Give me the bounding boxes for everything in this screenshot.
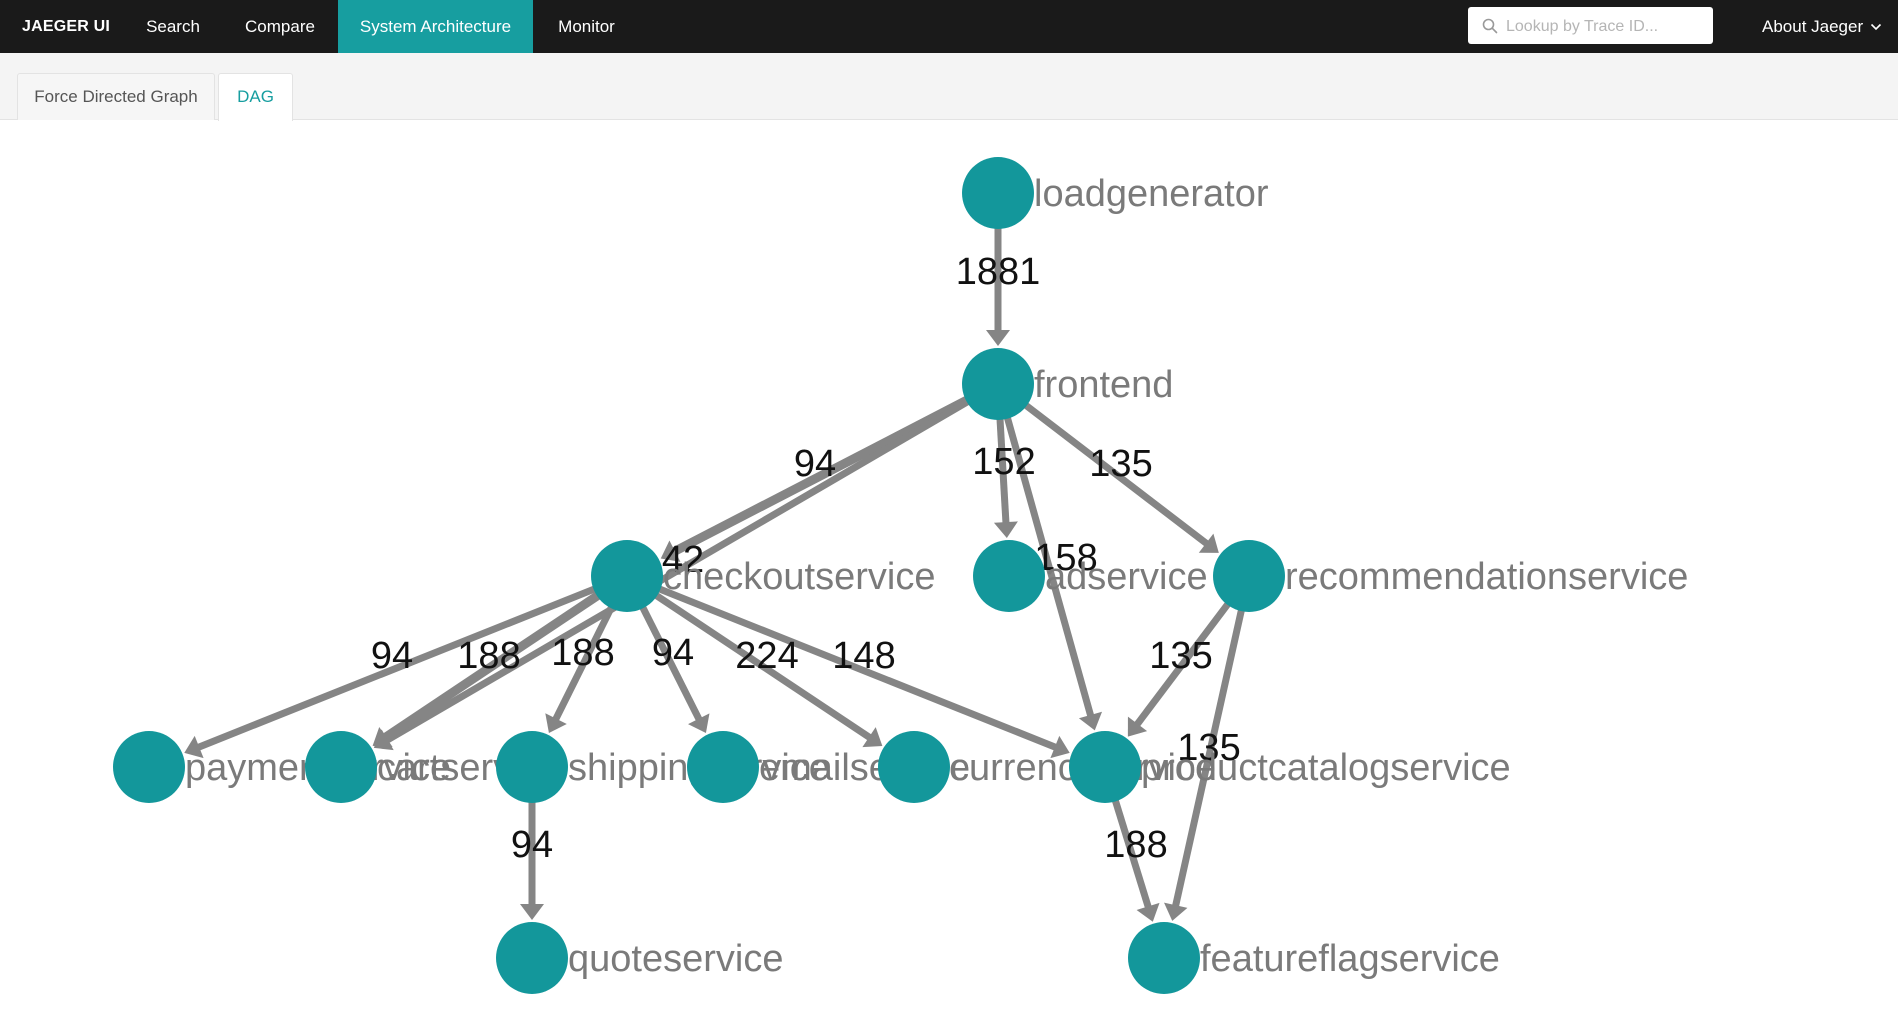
trace-lookup-box[interactable] <box>1468 7 1713 46</box>
nav-search[interactable]: Search <box>146 17 200 36</box>
edge-checkoutservice-emailservice <box>635 598 704 724</box>
edge-arrowhead <box>986 330 1010 346</box>
edge-arrowhead <box>688 713 710 734</box>
node-circle[interactable] <box>1069 731 1141 803</box>
top-navbar: JAEGER UI Search Compare System Architec… <box>0 0 1898 53</box>
node-label: frontend <box>1034 364 1173 406</box>
edge-recommendationservice-productcatalogservice <box>1132 595 1236 730</box>
chevron-down-icon <box>1870 23 1882 31</box>
node-circle[interactable] <box>496 922 568 994</box>
node-circle[interactable] <box>1128 922 1200 994</box>
edge-frontend-checkoutservice <box>669 392 977 558</box>
node-label: checkoutservice <box>663 556 935 598</box>
node-recommendationservice[interactable]: recommendationservice <box>1213 540 1688 612</box>
edge-label: 188 <box>457 635 520 677</box>
node-featureflagservice[interactable]: featureflagservice <box>1128 922 1500 994</box>
edge-label: 188 <box>551 632 614 674</box>
node-label: quoteservice <box>568 938 783 980</box>
edge-label: 135 <box>1149 635 1212 677</box>
node-circle[interactable] <box>687 731 759 803</box>
edge-frontend-cartservice <box>382 394 977 745</box>
node-label: recommendationservice <box>1285 556 1688 598</box>
node-circle[interactable] <box>962 157 1034 229</box>
node-circle[interactable] <box>591 540 663 612</box>
node-circle[interactable] <box>1213 540 1285 612</box>
edge-label: 94 <box>794 443 836 485</box>
edge-label: 188 <box>1104 824 1167 866</box>
about-jaeger-menu[interactable]: About Jaeger <box>1762 0 1882 53</box>
node-quoteservice[interactable]: quoteservice <box>496 922 783 994</box>
edge-arrowhead <box>1136 902 1160 922</box>
view-tabs: Force Directed Graph DAG <box>0 53 1898 121</box>
edge-label: 94 <box>371 635 413 677</box>
edge-label: 148 <box>832 635 895 677</box>
node-adservice[interactable]: adservice <box>973 540 1208 612</box>
edge-label: 135 <box>1177 727 1240 769</box>
node-productcatalogservice[interactable]: productcatalogservice <box>1069 731 1511 803</box>
edge-checkoutservice-currencyservice <box>647 588 875 743</box>
search-icon <box>1482 18 1498 34</box>
brand-logo[interactable]: JAEGER UI <box>22 18 111 35</box>
edge-arrowhead <box>184 735 204 759</box>
edge-label: 1881 <box>956 251 1041 293</box>
edge-frontend-productcatalogservice <box>1001 409 1095 720</box>
edge-arrowhead <box>1127 716 1148 737</box>
edge-productcatalogservice-featureflagservice <box>1109 791 1153 912</box>
edge-frontend-recommendationservice <box>1017 397 1212 549</box>
edge-recommendationservice-featureflagservice <box>1171 601 1247 910</box>
node-circle[interactable] <box>113 731 185 803</box>
node-checkoutservice[interactable]: checkoutservice <box>591 540 935 612</box>
edge-label: 94 <box>511 824 553 866</box>
edge-arrowhead <box>660 540 681 562</box>
trace-id-input[interactable] <box>1504 7 1708 46</box>
edge-label: 94 <box>652 632 694 674</box>
edge-checkoutservice-shippingservice <box>551 598 619 724</box>
edge-frontend-adservice <box>996 410 1010 527</box>
about-jaeger-label: About Jaeger <box>1762 17 1864 36</box>
edge-arrowhead <box>862 727 883 748</box>
node-frontend[interactable]: frontend <box>962 348 1173 420</box>
tab-dag[interactable]: DAG <box>218 73 293 121</box>
edge-checkoutservice-paymentservice <box>194 582 604 752</box>
edge-label: 224 <box>735 635 798 677</box>
tab-force-directed-graph[interactable]: Force Directed Graph <box>17 73 215 120</box>
edge-arrowhead <box>993 521 1018 539</box>
edge-arrowhead <box>1164 902 1188 921</box>
edge-checkoutservice-cartservice <box>380 587 608 743</box>
edge-arrowhead <box>1078 711 1103 731</box>
node-label: productcatalogservice <box>1141 747 1511 789</box>
nav-compare[interactable]: Compare <box>245 17 315 36</box>
nav-monitor[interactable]: Monitor <box>558 17 615 36</box>
edge-label: 152 <box>972 441 1035 483</box>
edge-arrowhead <box>520 904 544 920</box>
node-circle[interactable] <box>973 540 1045 612</box>
node-loadgenerator[interactable]: loadgenerator <box>962 157 1269 229</box>
node-circle[interactable] <box>496 731 568 803</box>
edge-checkoutservice-productcatalogservice <box>650 582 1060 752</box>
edge-arrowhead <box>545 713 567 733</box>
node-circle[interactable] <box>962 348 1034 420</box>
edge-arrowhead <box>372 727 393 747</box>
node-circle[interactable] <box>878 731 950 803</box>
node-circle[interactable] <box>305 731 377 803</box>
edge-arrowhead <box>1198 533 1219 553</box>
edge-label: 158 <box>1034 537 1097 579</box>
edge-label: 135 <box>1089 443 1152 485</box>
nav-system-architecture[interactable]: System Architecture <box>338 0 533 53</box>
edge-arrowhead <box>1050 735 1070 759</box>
node-label: loadgenerator <box>1034 173 1269 215</box>
edge-label: 42 <box>662 539 704 581</box>
node-label: adservice <box>1045 556 1208 598</box>
node-label: featureflagservice <box>1200 938 1500 980</box>
